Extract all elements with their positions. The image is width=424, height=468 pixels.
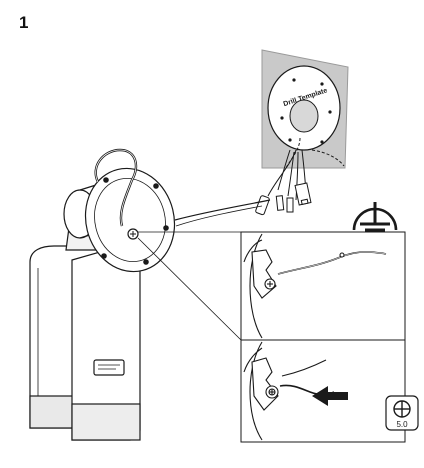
- detail-leader-lines: [137, 231, 242, 341]
- wall-with-drill-template: Drill Template: [261, 49, 349, 169]
- arrow-left-icon: [312, 386, 348, 406]
- detail-view-top: [240, 231, 406, 341]
- cable-bundle: [174, 149, 312, 227]
- detail-view-bottom: 5.0: [240, 339, 419, 443]
- mount-bracket: [84, 148, 176, 273]
- torque-value: 5.0: [396, 420, 408, 429]
- camera-illustration: [29, 179, 141, 441]
- phillips-screwdriver-icon: [385, 395, 419, 431]
- step-number: 1: [19, 13, 29, 32]
- ground-symbol-icon: [352, 202, 398, 238]
